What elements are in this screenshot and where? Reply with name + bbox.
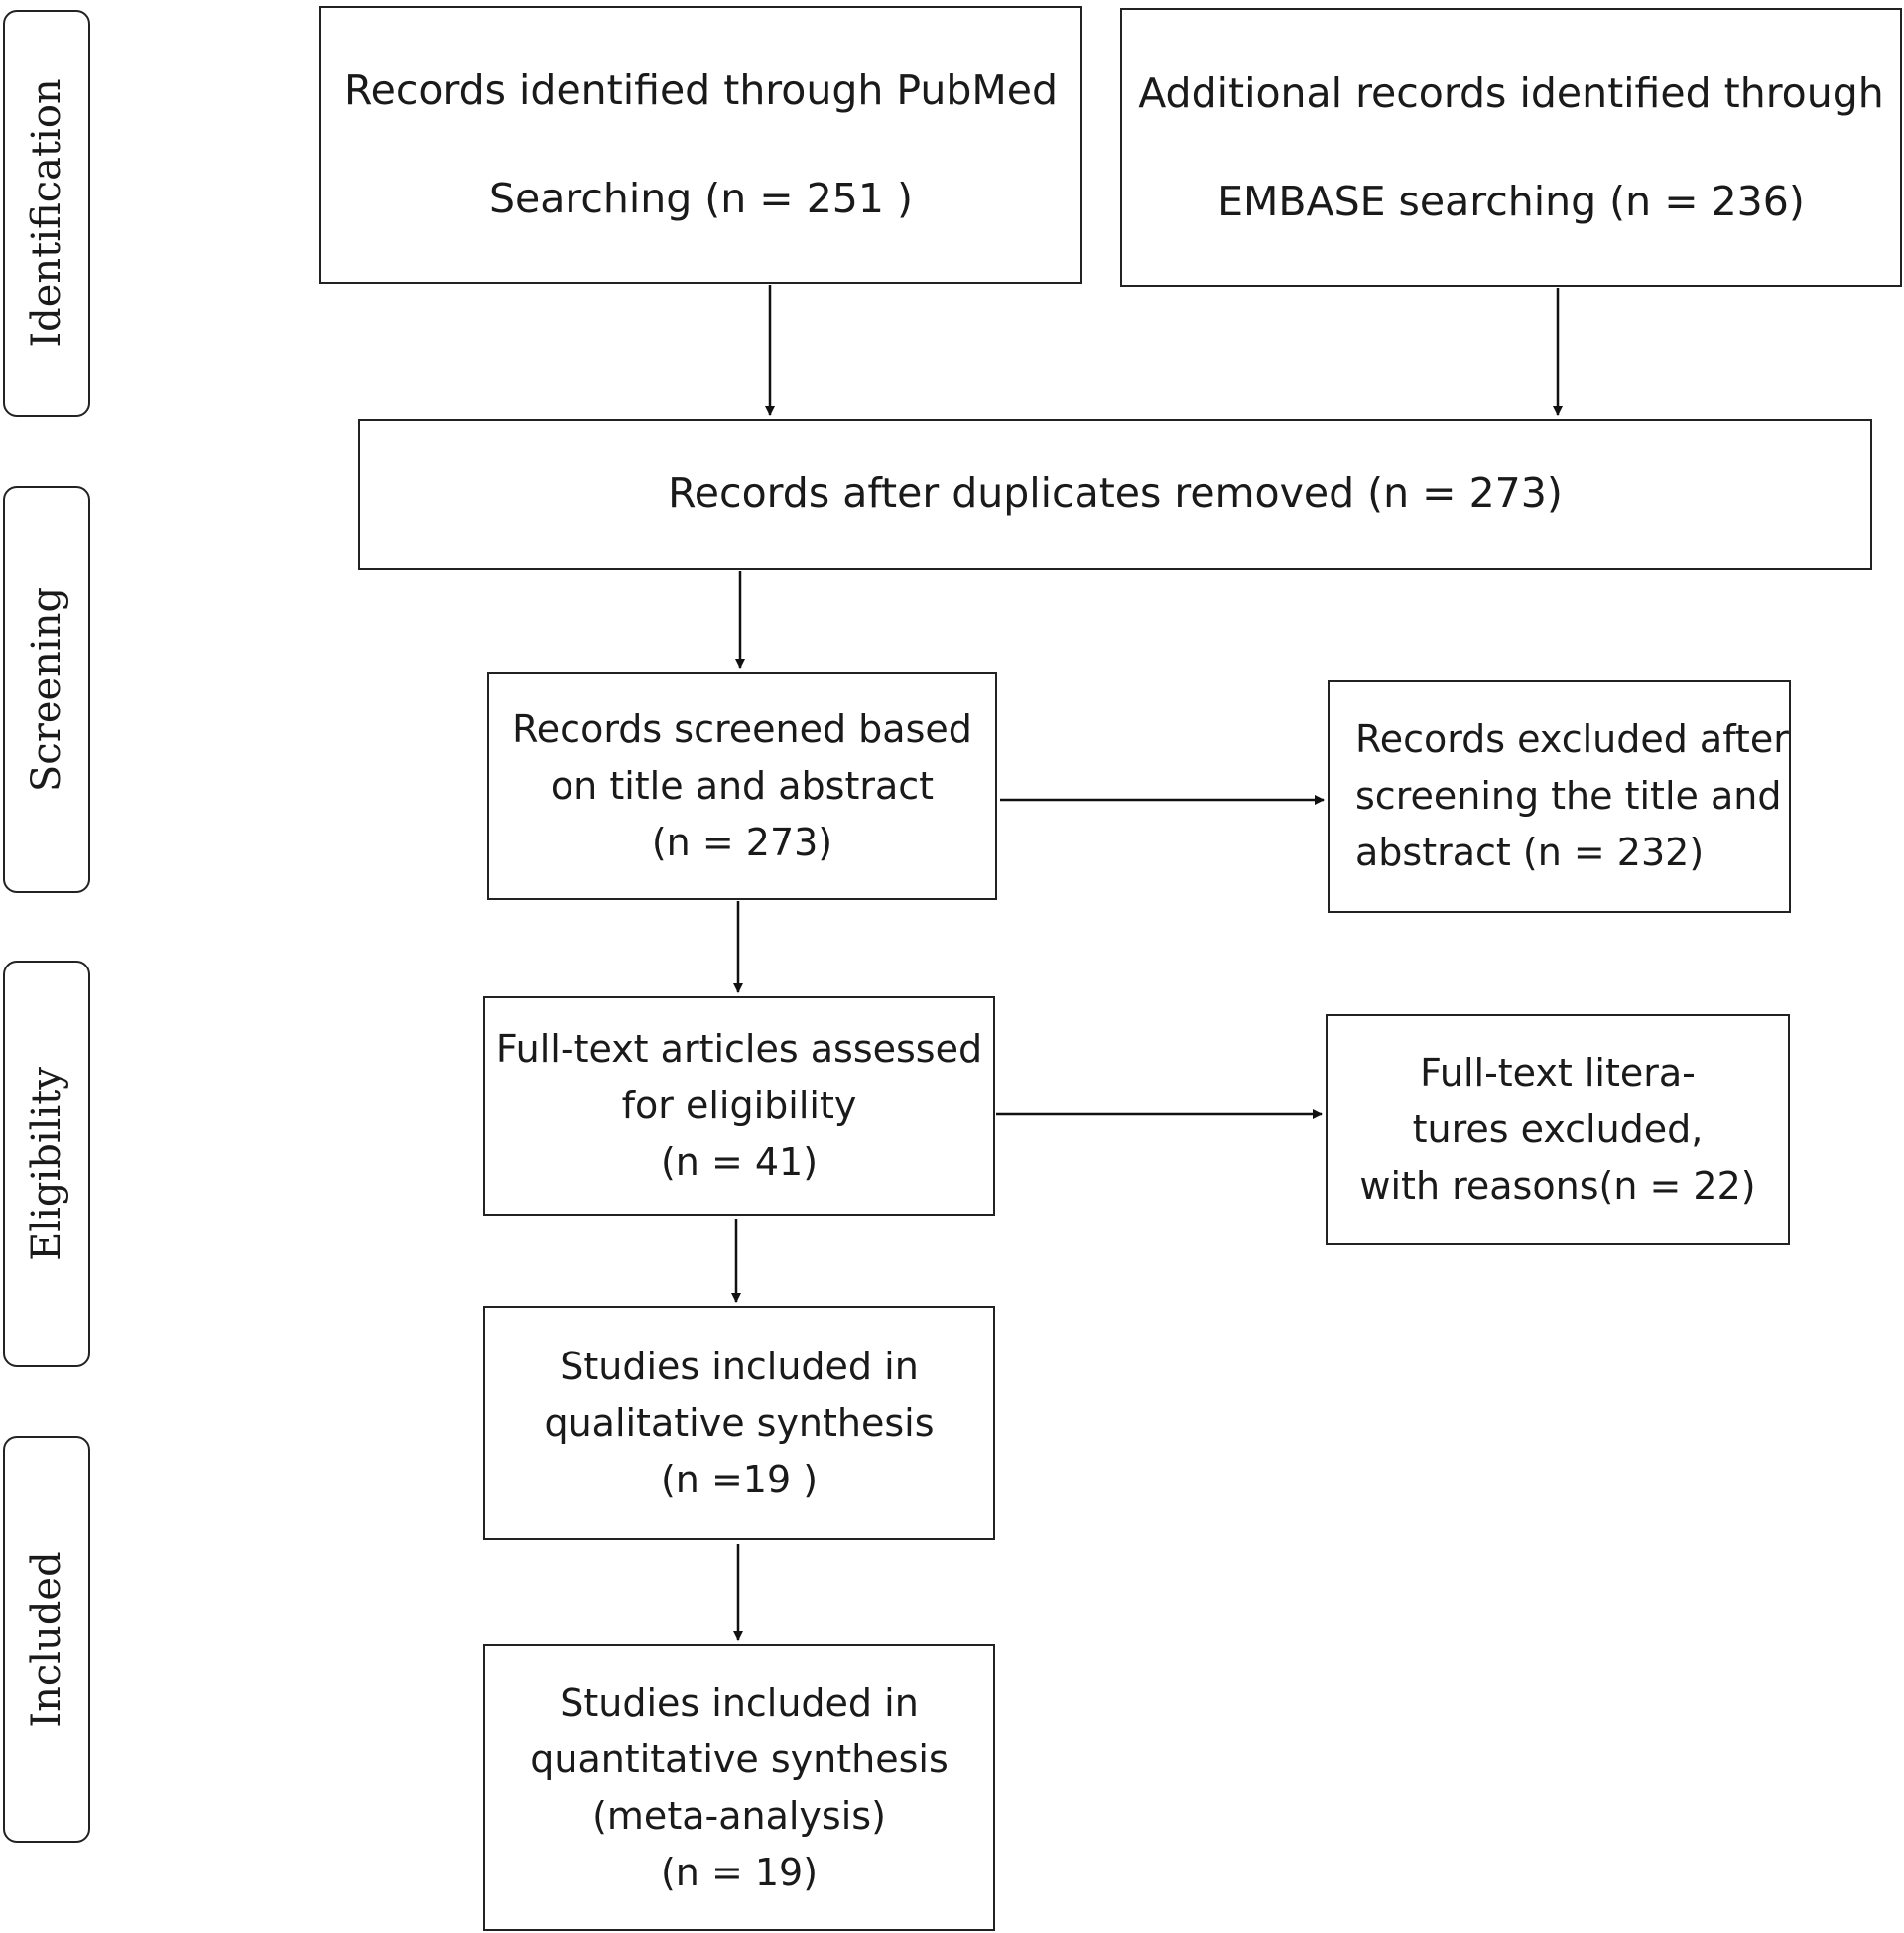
pubmed-records-box: Records identified through PubMed Search… bbox=[319, 6, 1082, 284]
quantitative-synthesis-line1: Studies included in bbox=[560, 1680, 919, 1725]
embase-records-line2: EMBASE searching (n = 236) bbox=[1217, 177, 1805, 225]
embase-records-line1: Additional records identified through bbox=[1138, 68, 1884, 117]
fulltext-assessed-box: Full-text articles assessed for eligibil… bbox=[483, 996, 995, 1216]
fulltext-excluded-box: Full-text litera- tures excluded, with r… bbox=[1326, 1014, 1790, 1245]
records-screened-line2: on title and abstract bbox=[550, 763, 935, 808]
fulltext-assessed-line3: (n = 41) bbox=[660, 1140, 819, 1184]
fulltext-excluded-line1: Full-text litera- bbox=[1420, 1051, 1696, 1095]
stage-included: Included bbox=[3, 1436, 90, 1843]
records-screened-line1: Records screened based bbox=[512, 707, 972, 751]
qualitative-synthesis-line2: qualitative synthesis bbox=[544, 1400, 935, 1445]
duplicates-removed-box: Records after duplicates removed (n = 27… bbox=[358, 419, 1872, 570]
stage-screening: Screening bbox=[3, 486, 90, 893]
records-excluded-line1: Records excluded after bbox=[1355, 717, 1789, 761]
records-excluded-line2: screening the title and bbox=[1355, 774, 1782, 818]
fulltext-assessed-line1: Full-text articles assessed bbox=[495, 1027, 983, 1071]
quantitative-synthesis-box: Studies included in quantitative synthes… bbox=[483, 1644, 995, 1931]
fulltext-excluded-line3: with reasons(n = 22) bbox=[1359, 1164, 1756, 1208]
quantitative-synthesis-line3: (meta-analysis) bbox=[592, 1793, 886, 1838]
fulltext-assessed-line2: for eligibility bbox=[621, 1084, 857, 1127]
qualitative-synthesis-line1: Studies included in bbox=[560, 1344, 919, 1388]
records-screened-box: Records screened based on title and abst… bbox=[487, 672, 997, 900]
pubmed-records-line1: Records identified through PubMed bbox=[343, 66, 1059, 115]
stage-identification: Identification bbox=[3, 10, 90, 417]
records-excluded-line3: abstract (n = 232) bbox=[1355, 831, 1705, 874]
qualitative-synthesis-box: Studies included in qualitative synthesi… bbox=[483, 1306, 995, 1540]
embase-records-box: Additional records identified through EM… bbox=[1120, 8, 1902, 287]
duplicates-removed-text: Records after duplicates removed (n = 27… bbox=[668, 469, 1563, 518]
stage-eligibility: Eligibility bbox=[3, 961, 90, 1367]
quantitative-synthesis-line4: (n = 19) bbox=[660, 1850, 819, 1894]
fulltext-excluded-line2: tures excluded, bbox=[1412, 1107, 1704, 1151]
records-screened-line3: (n = 273) bbox=[651, 820, 833, 864]
quantitative-synthesis-line2: quantitative synthesis bbox=[530, 1737, 949, 1781]
pubmed-records-line2: Searching (n = 251 ) bbox=[489, 175, 913, 222]
records-excluded-box: Records excluded after screening the tit… bbox=[1328, 680, 1791, 913]
qualitative-synthesis-line3: (n =19 ) bbox=[660, 1457, 819, 1501]
